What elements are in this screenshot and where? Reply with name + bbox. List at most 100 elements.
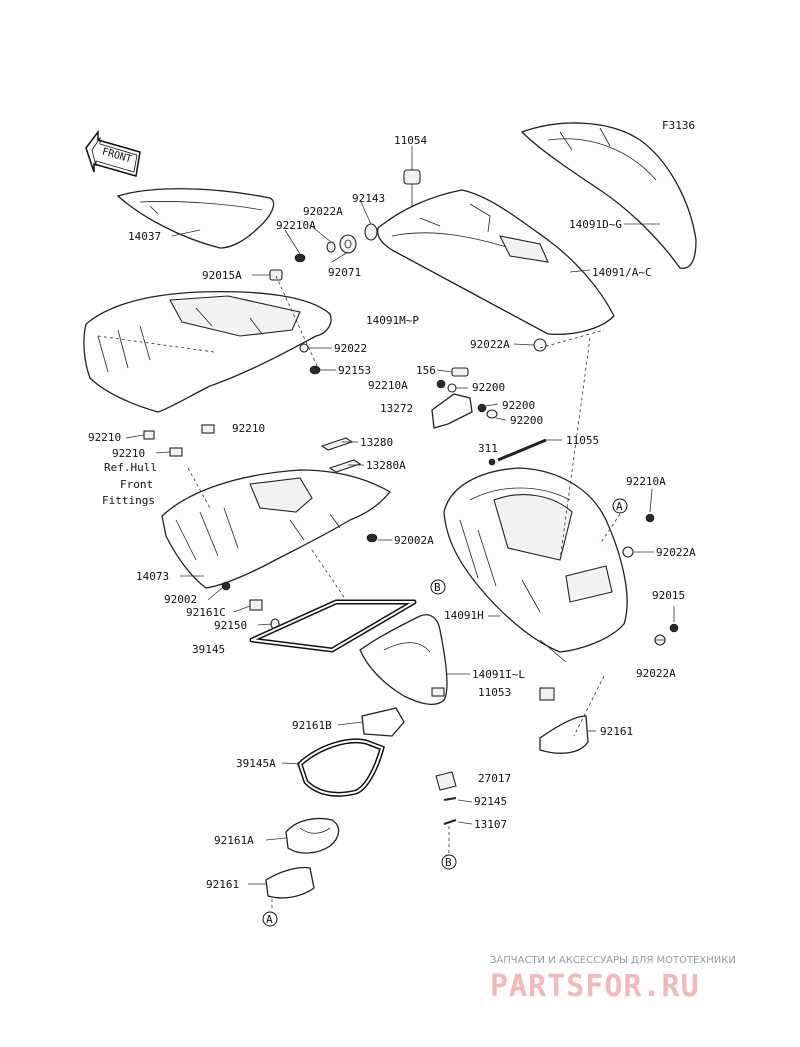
part-27017 [435,771,457,791]
hardware-92210A-top [294,253,306,263]
label-14037: 14037 [128,230,161,243]
label-92015: 92015 [652,589,685,602]
hardware-92210A-mid [436,379,446,389]
front-arrow-icon: FRONT [85,129,141,177]
watermark: ЗАПЧАСТИ И АКСЕССУАРЫ ДЛЯ МОТОТЕХНИКИ PA… [490,955,736,1004]
callout-a-bottom: A [262,911,278,927]
hardware-156 [451,367,469,377]
label-92143: 92143 [352,192,385,205]
part-39145-gasket [249,599,417,653]
label-92150: 92150 [214,619,247,632]
hardware-92153 [309,365,321,375]
part-14091MP-deck [83,291,332,413]
hardware-11053 [539,687,555,701]
label-92210A-top: 92210A [276,219,316,232]
hardware-92002A [366,533,378,543]
part-13107 [443,819,457,825]
label-92022A-mid: 92022A [470,338,510,351]
hardware-92015A [269,269,283,281]
svg-text:B: B [445,856,452,869]
label-13272: 13272 [380,402,413,415]
part-14091IL-trim [359,614,448,706]
part-92161-right-pad [539,715,589,754]
hardware-92200-a [447,383,457,393]
hardware-92143 [364,223,378,241]
hardware-92210A-right [645,513,655,523]
part-13280A [328,459,362,473]
hardware-92210-mid [201,424,215,434]
hardware-311 [488,458,496,466]
label-11054: 11054 [394,134,427,147]
hardware-92071 [339,234,357,254]
label-14091DG: 14091D~G [569,218,622,231]
label-92022A-right: 92022A [656,546,696,559]
part-13272-bracket [431,393,473,429]
hardware-92015 [669,623,679,633]
svg-text:B: B [434,581,441,594]
hardware-92210-ref [169,447,183,457]
label-92002: 92002 [164,593,197,606]
part-labels: 11054 92143 92022A 92210A 14037 92071 14… [88,134,696,891]
callout-b-top: B [430,579,446,595]
leader-lines [125,146,675,908]
hardware-92022A-mid [533,338,547,352]
label-92161-right: 92161 [600,725,633,738]
label-92161-bottom: 92161 [206,878,239,891]
label-92210A-mid: 92210A [368,379,408,392]
note-front: Front [120,478,153,491]
part-92161A-pad [285,817,340,854]
label-92161A: 92161A [214,834,254,847]
label-92071: 92071 [328,266,361,279]
svg-text:A: A [266,913,273,926]
watermark-tagline: ЗАПЧАСТИ И АКСЕССУАРЫ ДЛЯ МОТОТЕХНИКИ [490,955,736,966]
part-92161-bottom-pad [265,866,315,899]
label-39145A: 39145A [236,757,276,770]
label-14073: 14073 [136,570,169,583]
label-92022A-low: 92022A [636,667,676,680]
part-14091H-glovebox [443,467,628,663]
label-14091AC: 14091/A~C [592,266,652,279]
part-92145 [443,797,457,801]
label-92161C: 92161C [186,606,226,619]
note-fittings: Fittings [102,494,155,507]
part-14091DG-fairing [520,122,697,269]
label-92022: 92022 [334,342,367,355]
label-156: 156 [416,364,436,377]
hardware-92002 [221,581,231,591]
label-92022A-top: 92022A [303,205,343,218]
label-11055: 11055 [566,434,599,447]
hardware-92022 [299,343,309,353]
label-311: 311 [478,442,498,455]
label-39145: 39145 [192,643,225,656]
label-92210-mid: 92210 [232,422,265,435]
hardware-92022A-top [326,241,336,253]
hardware-92200-c [486,409,498,419]
label-14091MP: 14091M~P [366,314,419,327]
label-14091H: 14091H [444,609,484,622]
label-14091IL: 14091I~L [472,668,525,681]
part-92161B-pad [361,707,405,737]
part-14073-frame [161,467,391,589]
label-92200-c: 92200 [510,414,543,427]
label-92153: 92153 [338,364,371,377]
label-92210-ref: 92210 [112,447,145,460]
watermark-site: PARTSFOR.RU [490,969,700,1004]
label-92015A: 92015A [202,269,242,282]
label-13280A: 13280A [366,459,406,472]
hardware-92200-b [477,403,487,413]
part-13280 [320,437,354,451]
part-11055-rod [497,438,547,462]
label-27017: 27017 [478,772,511,785]
label-92161B: 92161B [292,719,332,732]
diagram-code: F3136 [662,119,695,132]
note-ref-hull: Ref.Hull [104,461,157,474]
label-92145: 92145 [474,795,507,808]
label-92200-b: 92200 [502,399,535,412]
label-92210A-right: 92210A [626,475,666,488]
hardware-92210-left [143,430,155,440]
callout-a-top: A [612,498,628,514]
part-14091AC-cowl [376,189,615,336]
label-11053: 11053 [478,686,511,699]
part-39145A-gasket [297,738,386,797]
